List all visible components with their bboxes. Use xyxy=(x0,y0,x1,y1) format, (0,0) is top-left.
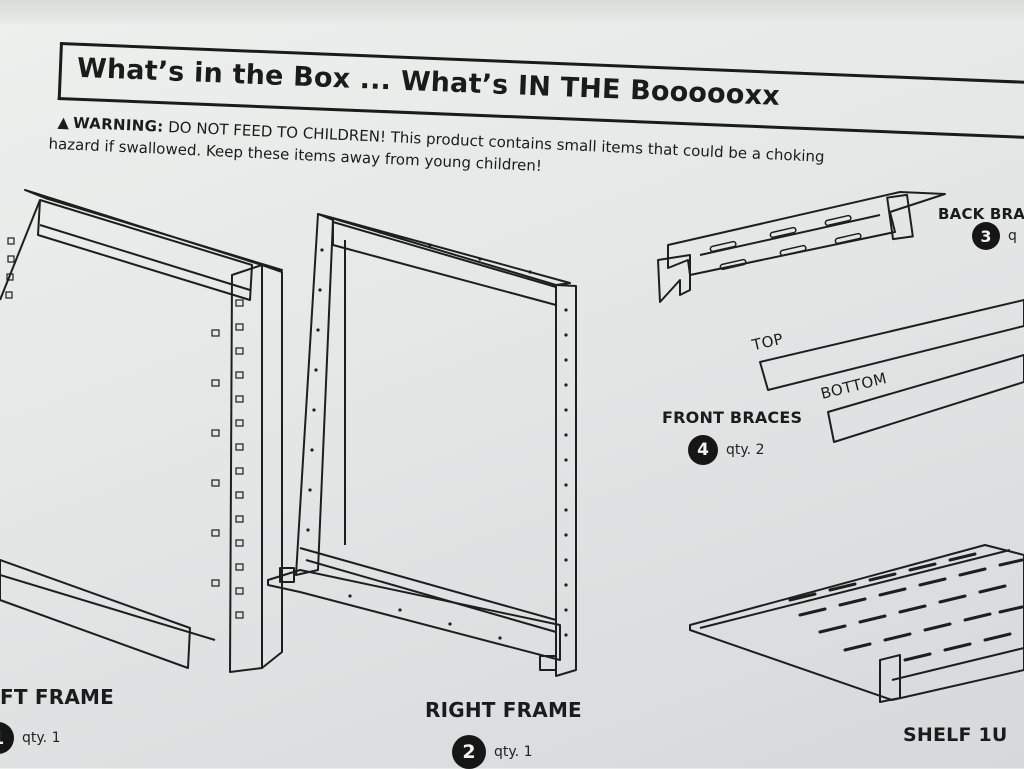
back-brace-drawing xyxy=(657,191,946,303)
front-braces-number-badge: 4 xyxy=(688,435,718,465)
left-frame-drawing xyxy=(0,189,283,673)
right-frame-qty: qty. 1 xyxy=(494,744,533,760)
right-frame-qty-row: 2 qty. 1 xyxy=(452,735,532,769)
left-frame-number-badge: 1 xyxy=(0,722,14,754)
back-brace-qty-row: 3 q xyxy=(972,222,1017,250)
shelf-label: SHELF 1U xyxy=(903,724,1008,746)
front-braces-label: FRONT BRACES xyxy=(662,408,803,427)
back-brace-label: BACK BRA xyxy=(938,205,1024,223)
front-braces-drawing xyxy=(759,299,1024,443)
back-brace-qty: q xyxy=(1008,228,1017,244)
back-brace-slots xyxy=(709,214,862,271)
right-frame-number-badge: 2 xyxy=(452,735,486,769)
shelf-vent-slots xyxy=(788,552,1024,662)
shelf-drawing xyxy=(689,544,1024,703)
back-brace-number-badge: 3 xyxy=(972,222,1000,250)
left-frame-label: FT FRAME xyxy=(0,685,114,709)
left-frame-holes xyxy=(5,237,244,619)
front-braces-qty-row: 4 qty. 2 xyxy=(688,435,764,465)
left-frame-qty: qty. 1 xyxy=(22,730,61,746)
background-surface xyxy=(0,0,1024,24)
front-braces-qty: qty. 2 xyxy=(726,442,765,458)
right-frame-label: RIGHT FRAME xyxy=(425,698,582,722)
right-frame-holes xyxy=(306,230,568,640)
left-frame-qty-row: 1 qty. 1 xyxy=(0,722,60,754)
right-frame-drawing xyxy=(267,213,577,677)
